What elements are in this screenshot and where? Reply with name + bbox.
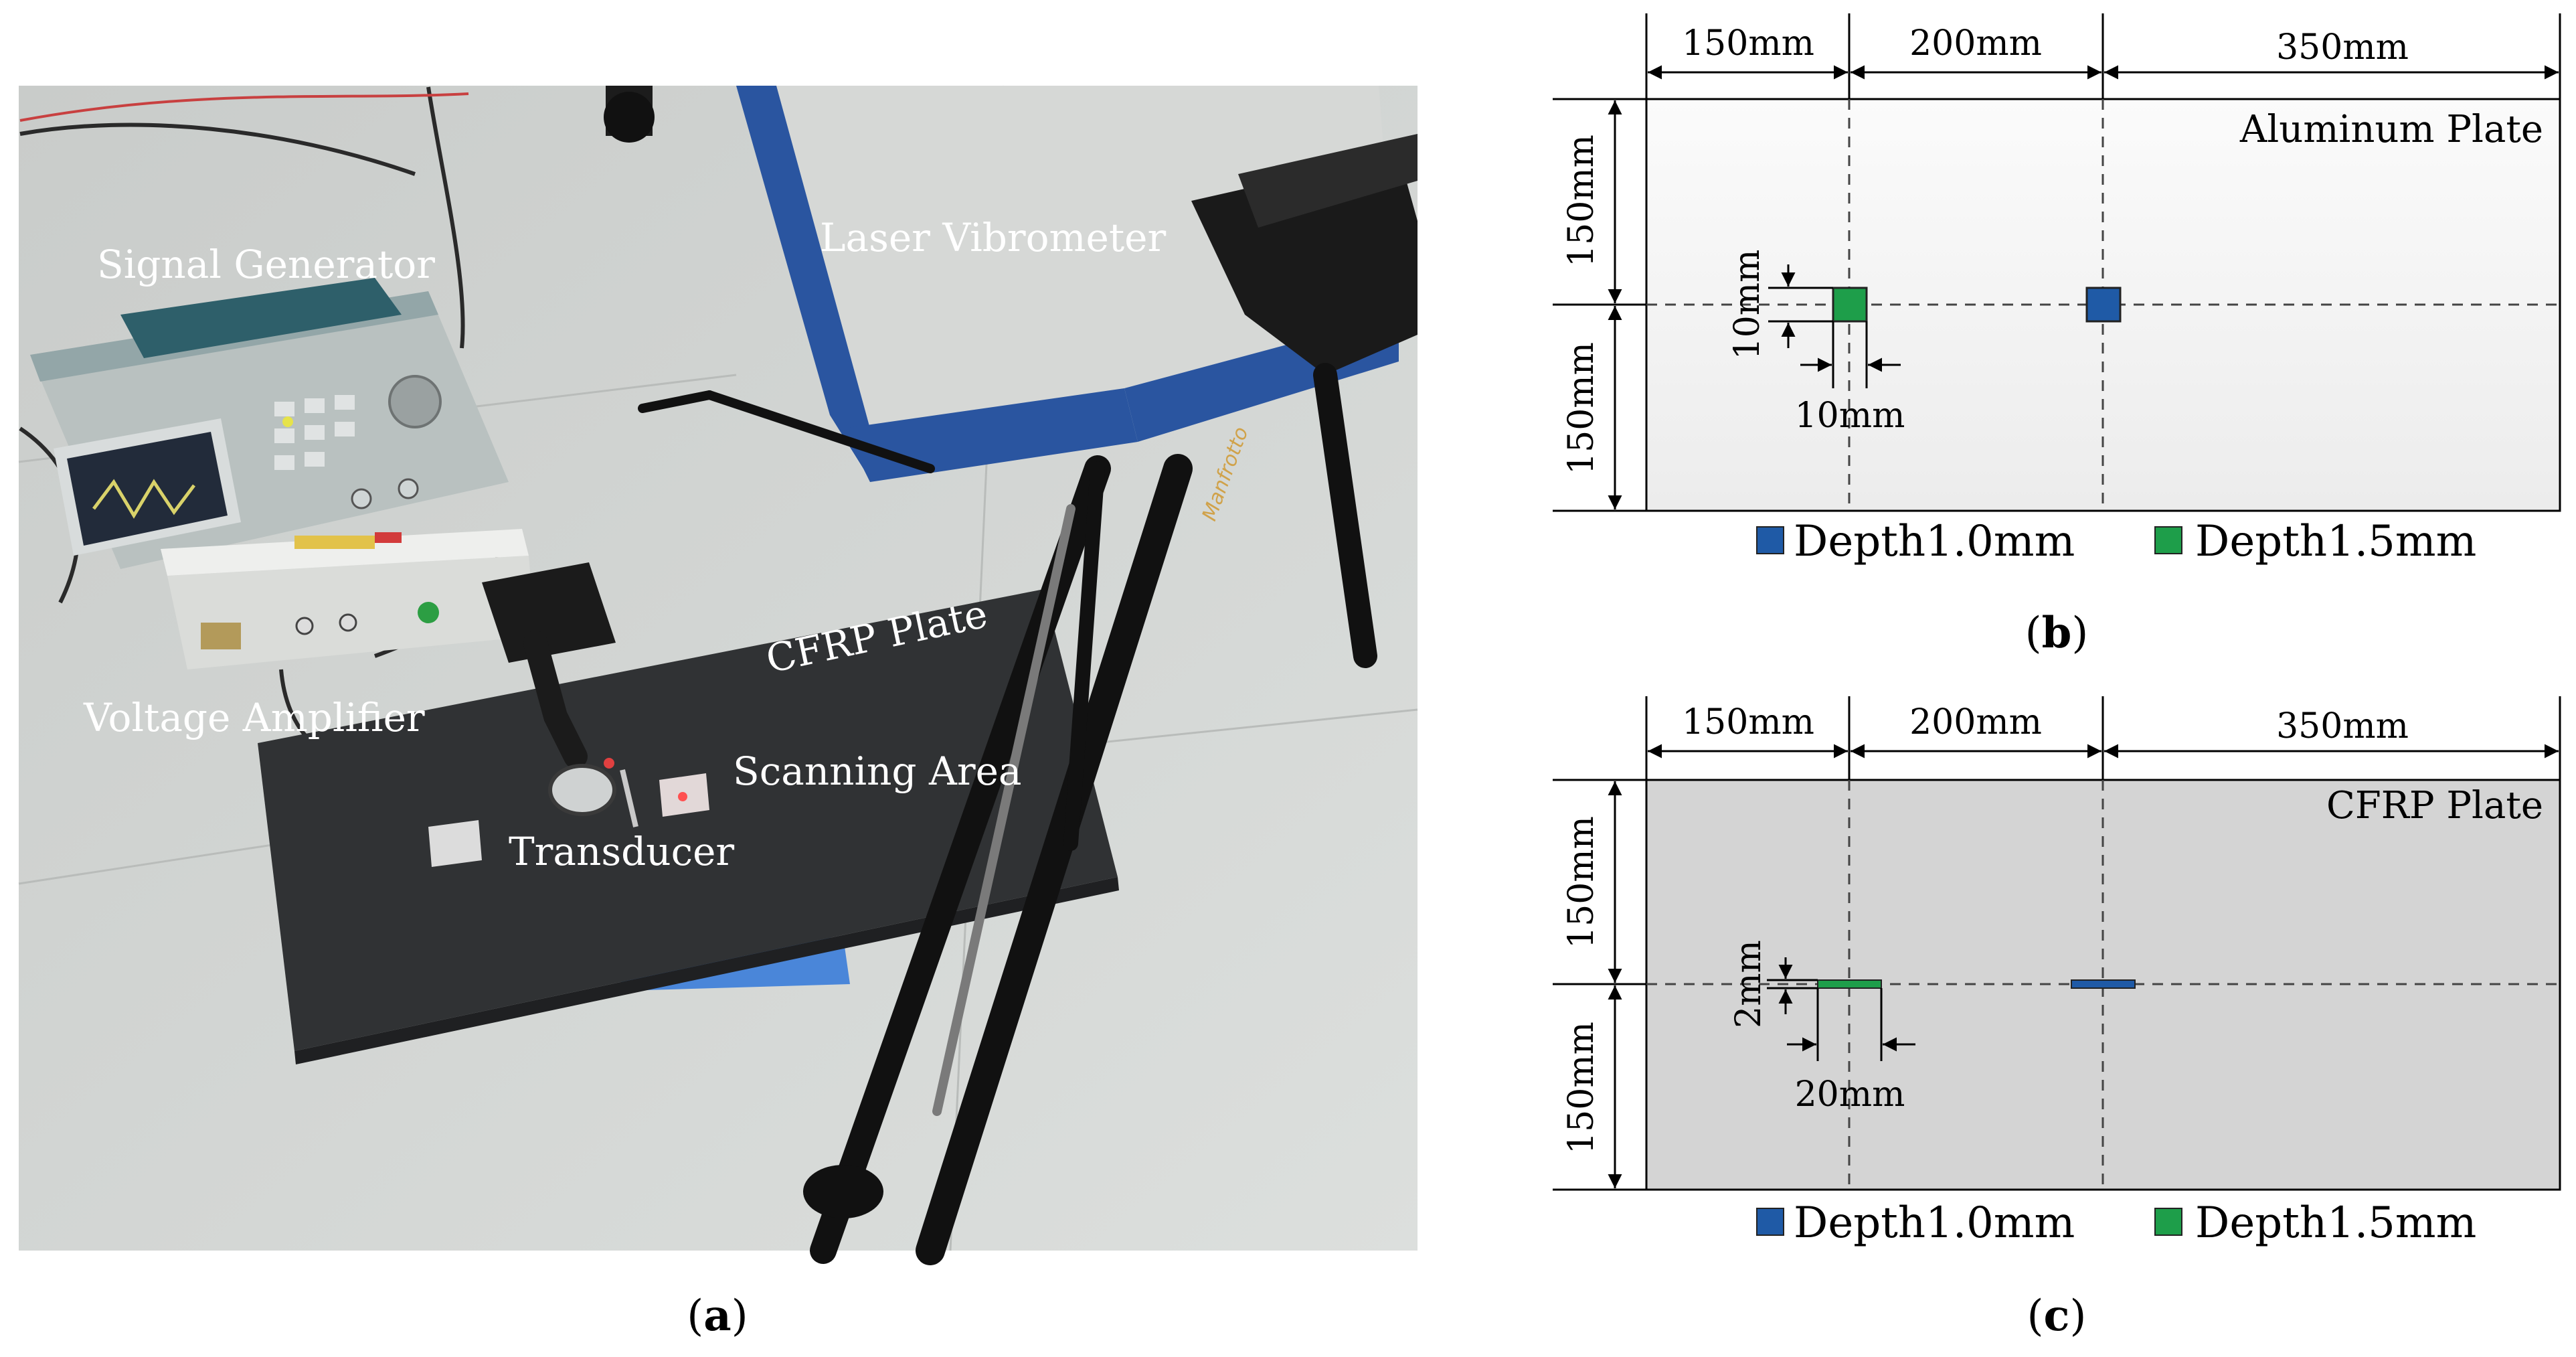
b-left-dimension-labels: 150mm 150mm [1561, 135, 1602, 475]
c-extension-lines [1553, 696, 2561, 1191]
photo-panel: Manfrotto Signal Generator Laser Vibrome… [18, 85, 1418, 1341]
c-dim-200: 200mm [1909, 702, 2042, 742]
label-signal-generator: Signal Generator [97, 242, 435, 287]
b-defect-depth-1-5 [1832, 287, 1868, 323]
transducer-device [482, 562, 638, 827]
c-defect-depth-1-0 [2071, 979, 2136, 989]
laser-vibrometer-device [736, 86, 1418, 482]
c-dim-350: 350mm [2276, 706, 2409, 746]
b-top-dimension-labels: 150mm 200mm 350mm [1682, 23, 2409, 68]
b-legend-swatch-1-0 [1756, 526, 1784, 554]
b-dim-350: 350mm [2276, 27, 2409, 68]
caption-c: (c) [2027, 1291, 2087, 1341]
b-defect-height-label: 10mm [1727, 250, 1768, 360]
b-dim-left-lower: 150mm [1561, 342, 1602, 475]
signal-generator-device [30, 278, 509, 569]
c-dim-150: 150mm [1682, 702, 1814, 742]
c-plate-label: CFRP Plate [2326, 784, 2543, 827]
cfrp-plate-photo [258, 589, 1119, 1064]
caption-a: (a) [687, 1291, 748, 1341]
c-top-dimension-labels: 150mm 200mm 350mm [1682, 702, 2409, 746]
b-dim-150: 150mm [1682, 23, 1814, 64]
c-legend: Depth1.0mm Depth1.5mm [1756, 1198, 2476, 1248]
c-legend-label-1-0: Depth1.0mm [1794, 1198, 2075, 1248]
panel-b: 150mm 200mm 350mm 150mm 150mm [1553, 13, 2561, 658]
b-legend-label-1-5: Depth1.5mm [2195, 517, 2476, 566]
b-legend-swatch-1-5 [2154, 526, 2182, 554]
tripod [638, 363, 1377, 1265]
c-dim-left-lower: 150mm [1561, 1022, 1602, 1154]
b-defect-width-label: 10mm [1795, 396, 1905, 436]
b-dim-left-upper: 150mm [1561, 135, 1602, 267]
c-legend-label-1-5: Depth1.5mm [2195, 1198, 2476, 1248]
c-left-dimension-labels: 150mm 150mm [1561, 816, 1602, 1154]
chair-wheel [604, 86, 655, 143]
c-dim-left-upper: 150mm [1561, 816, 1602, 949]
b-legend: Depth1.0mm Depth1.5mm [1756, 517, 2476, 566]
c-defect-height-label: 2mm [1729, 940, 1769, 1028]
c-legend-swatch-1-5 [2154, 1208, 2182, 1236]
red-cable [19, 92, 469, 122]
b-extension-lines [1553, 13, 2561, 512]
b-defect-depth-1-0 [2085, 287, 2122, 323]
tripod-foot [803, 1165, 883, 1218]
voltage-amplifier-device [161, 529, 535, 669]
label-transducer: Transducer [509, 829, 734, 874]
c-defect-width-label: 20mm [1795, 1074, 1905, 1115]
b-plate-label: Aluminum Plate [2239, 108, 2543, 151]
b-dim-200: 200mm [1909, 23, 2042, 64]
panel-c: 150mm 200mm 350mm 150mm 150mm [1553, 696, 2561, 1341]
b-legend-label-1-0: Depth1.0mm [1794, 517, 2075, 566]
c-defect-dimension [1767, 957, 1915, 1061]
caption-b: (b) [2025, 608, 2089, 658]
label-scanning-area: Scanning Area [733, 748, 1022, 794]
photo-labels: Signal Generator Laser Vibrometer CFRP P… [83, 215, 1166, 874]
c-defect-depth-1-5 [1817, 979, 1882, 989]
b-defect-dimension [1768, 264, 1901, 388]
label-voltage-amplifier: Voltage Amplifier [83, 695, 425, 740]
label-laser-vibrometer: Laser Vibrometer [820, 215, 1166, 260]
c-legend-swatch-1-0 [1756, 1208, 1784, 1236]
